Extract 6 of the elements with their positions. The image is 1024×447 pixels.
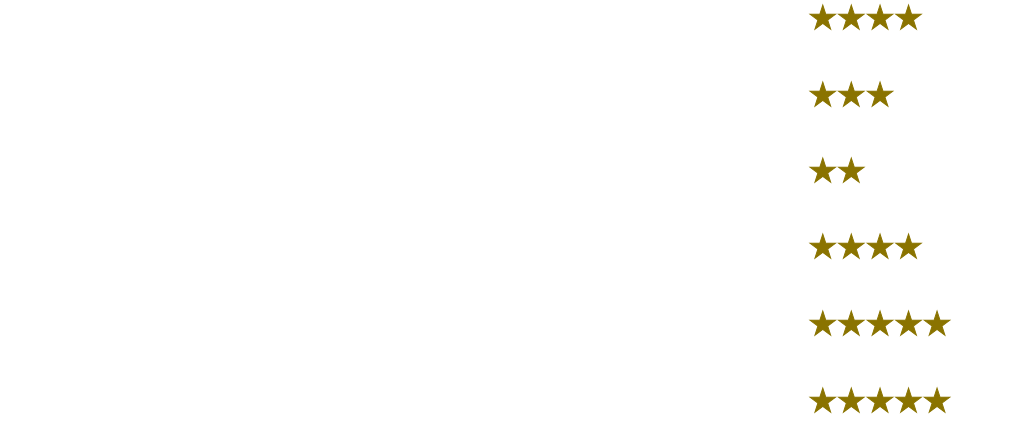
- star-rating: ★★★: [808, 77, 894, 113]
- star-rating: ★★★★★: [808, 383, 951, 419]
- star-rating: ★★: [808, 153, 866, 189]
- star-rating: ★★★★: [808, 0, 923, 36]
- star-rating: ★★★★: [808, 229, 923, 265]
- star-rating: ★★★★★: [808, 306, 951, 342]
